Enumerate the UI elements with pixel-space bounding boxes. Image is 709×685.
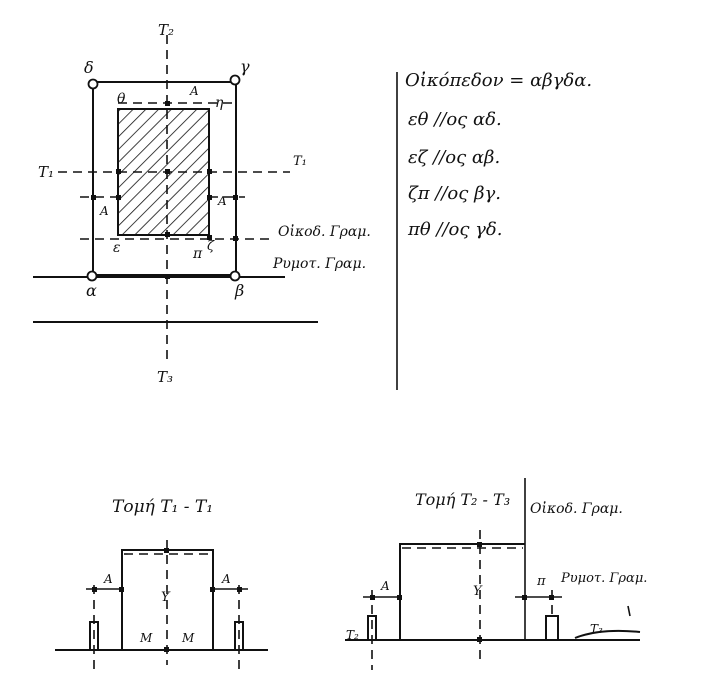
section1-M-left: M [139,631,153,645]
label-t2: T₂ [158,21,174,39]
corner-delta [87,78,99,90]
section2-pi: π [536,574,546,589]
corner-beta [229,270,241,282]
label-epsilon: ε [113,240,121,256]
label-alpha: α [86,281,97,300]
section2-building [399,543,525,640]
label-zeta: ζ [207,239,215,254]
section1-Y: Y [161,590,171,605]
corner-alpha [86,270,98,282]
section2-t3: T₃ [590,622,603,636]
note-line: ζπ //ος βγ. [408,183,501,204]
label-eta: η [215,95,224,111]
note-line: Οἰκόπεδον = αβγδα. [405,69,592,91]
site-plan: T₂ T₃ T₁ T₁ δ γ α β θ η ε π ζ A A A Οἰκο… [33,21,371,386]
label-A-left: A [99,204,109,218]
note-line: εζ //ος αβ. [408,147,500,168]
label-beta: β [234,281,244,300]
section1-M-right: M [181,631,195,645]
label-t1-right: T₁ [293,154,307,169]
label-A-right: A [217,194,227,208]
corner-gamma [229,74,241,86]
section2-t2: T₂ [346,628,359,642]
section1-A-right: A [221,572,231,586]
section2-street-line-label: Ρυμοτ. Γραμ. [560,571,647,586]
label-t1-left: T₁ [38,163,54,181]
section2-title: Τομή T₂ - T₃ [415,490,510,509]
section2-A: A [380,579,390,593]
section1-A-left: A [103,572,113,586]
label-pi: π [192,246,203,262]
section2-ground-flourish [574,629,641,639]
section2-Y: Y [473,584,483,599]
notes: Οἰκόπεδον = αβγδα. εθ //ος αδ. εζ //ος α… [405,69,592,240]
label-t3: T₃ [157,368,173,386]
section-t1-t1: Τομή T₁ - T₁ A A Y M M [55,497,268,675]
note-line: πθ //ος γδ. [407,219,502,240]
section2-post-right [545,615,559,641]
section-t2-t3: Τομή T₂ - T₃ Οἰκοδ. Γραμ. Ρυμοτ. Γραμ. A… [345,478,647,670]
label-street-line: Ρυμοτ. Γραμ. [272,256,366,272]
plan-ticks [91,101,238,279]
label-theta: θ [117,91,126,107]
label-gamma: γ [240,57,250,76]
label-delta: δ [84,58,94,77]
label-A-top: A [189,84,199,98]
section2-building-line-label: Οἰκοδ. Γραμ. [530,500,623,517]
note-line: εθ //ος αδ. [408,109,502,130]
section1-title: Τομή T₁ - T₁ [112,497,213,517]
label-building-line: Οἰκοδ. Γραμ. [278,223,371,240]
